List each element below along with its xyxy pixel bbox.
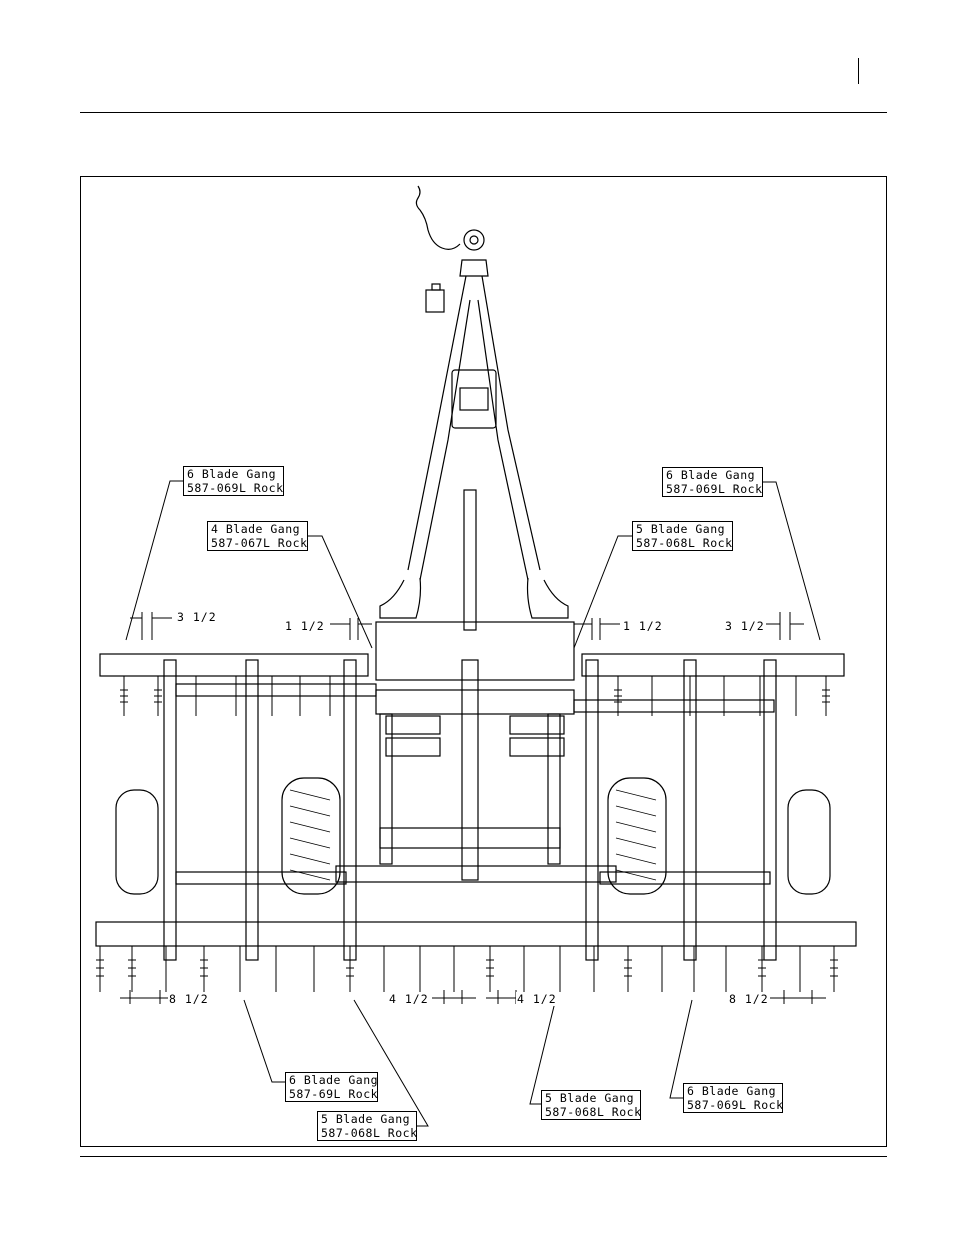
callout-mid-right-5-blade-gang: 5 Blade Gang 587-068L Rock xyxy=(632,521,733,551)
callout-top-right-6-blade-gang: 6 Blade Gang 587-069L Rock xyxy=(662,467,763,497)
rear-tines xyxy=(96,946,838,992)
callout-line1: 6 Blade Gang xyxy=(187,467,280,481)
callout-line2: 587-068L Rock xyxy=(545,1105,637,1119)
callout-line2: 587-069L Rock xyxy=(666,482,759,496)
dimension-bottom-left-inner: 4 1/2 xyxy=(388,992,430,1006)
callout-line2: 587-69L Rock xyxy=(289,1087,374,1101)
callout-line2: 587-068L Rock xyxy=(636,536,729,550)
callout-line2: 587-069L Rock xyxy=(187,481,280,495)
callout-line1: 6 Blade Gang xyxy=(289,1073,374,1087)
callout-line2: 587-068L Rock xyxy=(321,1126,413,1140)
callout-line1: 5 Blade Gang xyxy=(321,1112,413,1126)
callout-line1: 4 Blade Gang xyxy=(211,522,304,536)
dimension-bottom-right-inner: 4 1/2 xyxy=(516,992,558,1006)
callout-line1: 6 Blade Gang xyxy=(687,1084,779,1098)
callout-bottom-center-left-5-blade-gang: 5 Blade Gang 587-068L Rock xyxy=(317,1111,417,1141)
dimension-top-right-inner: 1 1/2 xyxy=(622,619,664,633)
hitch-assembly xyxy=(416,186,488,312)
right-wing-frame xyxy=(574,660,776,960)
dimension-lines xyxy=(120,612,826,1004)
callout-bottom-right-6-blade-gang: 6 Blade Gang 587-069L Rock xyxy=(683,1083,783,1113)
dimension-top-left-inner: 1 1/2 xyxy=(284,619,326,633)
callout-line1: 5 Blade Gang xyxy=(545,1091,637,1105)
dimension-bottom-right-outer: 8 1/2 xyxy=(728,992,770,1006)
center-frame xyxy=(336,622,616,882)
rear-gang-bar xyxy=(96,922,856,946)
callout-line2: 587-069L Rock xyxy=(687,1098,779,1112)
callout-line1: 6 Blade Gang xyxy=(666,468,759,482)
callout-bottom-left-6-blade-gang: 6 Blade Gang 587-69L Rock xyxy=(285,1072,378,1102)
tongue xyxy=(380,276,568,630)
callout-bottom-center-right-5-blade-gang: 5 Blade Gang 587-068L Rock xyxy=(541,1090,641,1120)
wheels xyxy=(116,778,830,894)
callout-line2: 587-067L Rock xyxy=(211,536,304,550)
callout-line1: 5 Blade Gang xyxy=(636,522,729,536)
dimension-bottom-left-outer: 8 1/2 xyxy=(168,992,210,1006)
callout-mid-left-4-blade-gang: 4 Blade Gang 587-067L Rock xyxy=(207,521,308,551)
callout-top-left-6-blade-gang: 6 Blade Gang 587-069L Rock xyxy=(183,466,284,496)
dimension-top-left-outer: 3 1/2 xyxy=(176,610,218,624)
callout-leaders xyxy=(126,481,820,1126)
dimension-top-right-outer: 3 1/2 xyxy=(724,619,766,633)
front-gang-bar xyxy=(100,654,844,676)
